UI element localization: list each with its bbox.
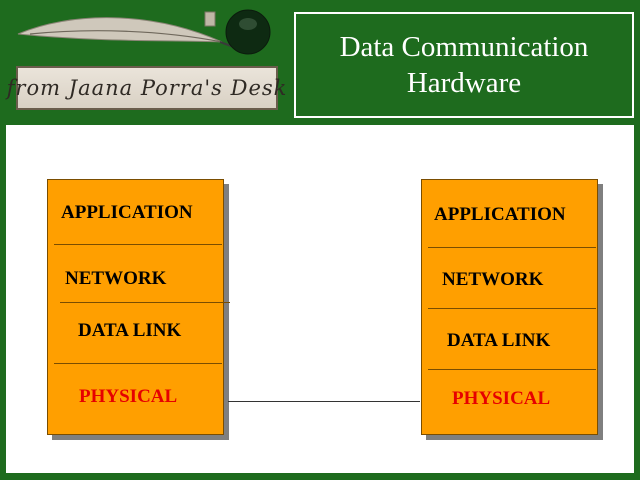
protocol-stack-right: APPLICATION NETWORK DATA LINK PHYSICAL bbox=[421, 179, 598, 435]
layer-divider bbox=[428, 308, 596, 309]
layer-divider bbox=[60, 302, 230, 303]
layer-application: APPLICATION bbox=[61, 202, 193, 223]
protocol-stack-left: APPLICATION NETWORK DATA LINK PHYSICAL bbox=[47, 179, 230, 435]
quill-and-inkwell-icon bbox=[17, 9, 271, 55]
slide-title: Data Communication Hardware bbox=[294, 12, 634, 118]
layer-network: NETWORK bbox=[442, 269, 544, 290]
layer-data-link: DATA LINK bbox=[78, 320, 182, 341]
layer-divider bbox=[54, 244, 222, 245]
physical-link-line bbox=[228, 401, 420, 402]
layer-physical: PHYSICAL bbox=[79, 386, 178, 407]
layer-divider bbox=[54, 363, 222, 364]
layer-physical: PHYSICAL bbox=[452, 388, 551, 409]
logo: from Jaana Porra's Desk bbox=[7, 6, 286, 116]
layer-network: NETWORK bbox=[65, 268, 167, 289]
layer-divider bbox=[428, 369, 596, 370]
title-line-1: Data Communication bbox=[339, 31, 589, 63]
title-line-2: Hardware bbox=[406, 67, 522, 99]
content-area: APPLICATION NETWORK DATA LINK PHYSICAL A… bbox=[6, 125, 634, 473]
layer-divider bbox=[428, 247, 596, 248]
logo-banner: from Jaana Porra's Desk bbox=[7, 66, 286, 110]
layer-application: APPLICATION bbox=[434, 204, 566, 225]
logo-text: from Jaana Porra's Desk bbox=[6, 76, 288, 100]
layer-data-link: DATA LINK bbox=[447, 330, 551, 351]
